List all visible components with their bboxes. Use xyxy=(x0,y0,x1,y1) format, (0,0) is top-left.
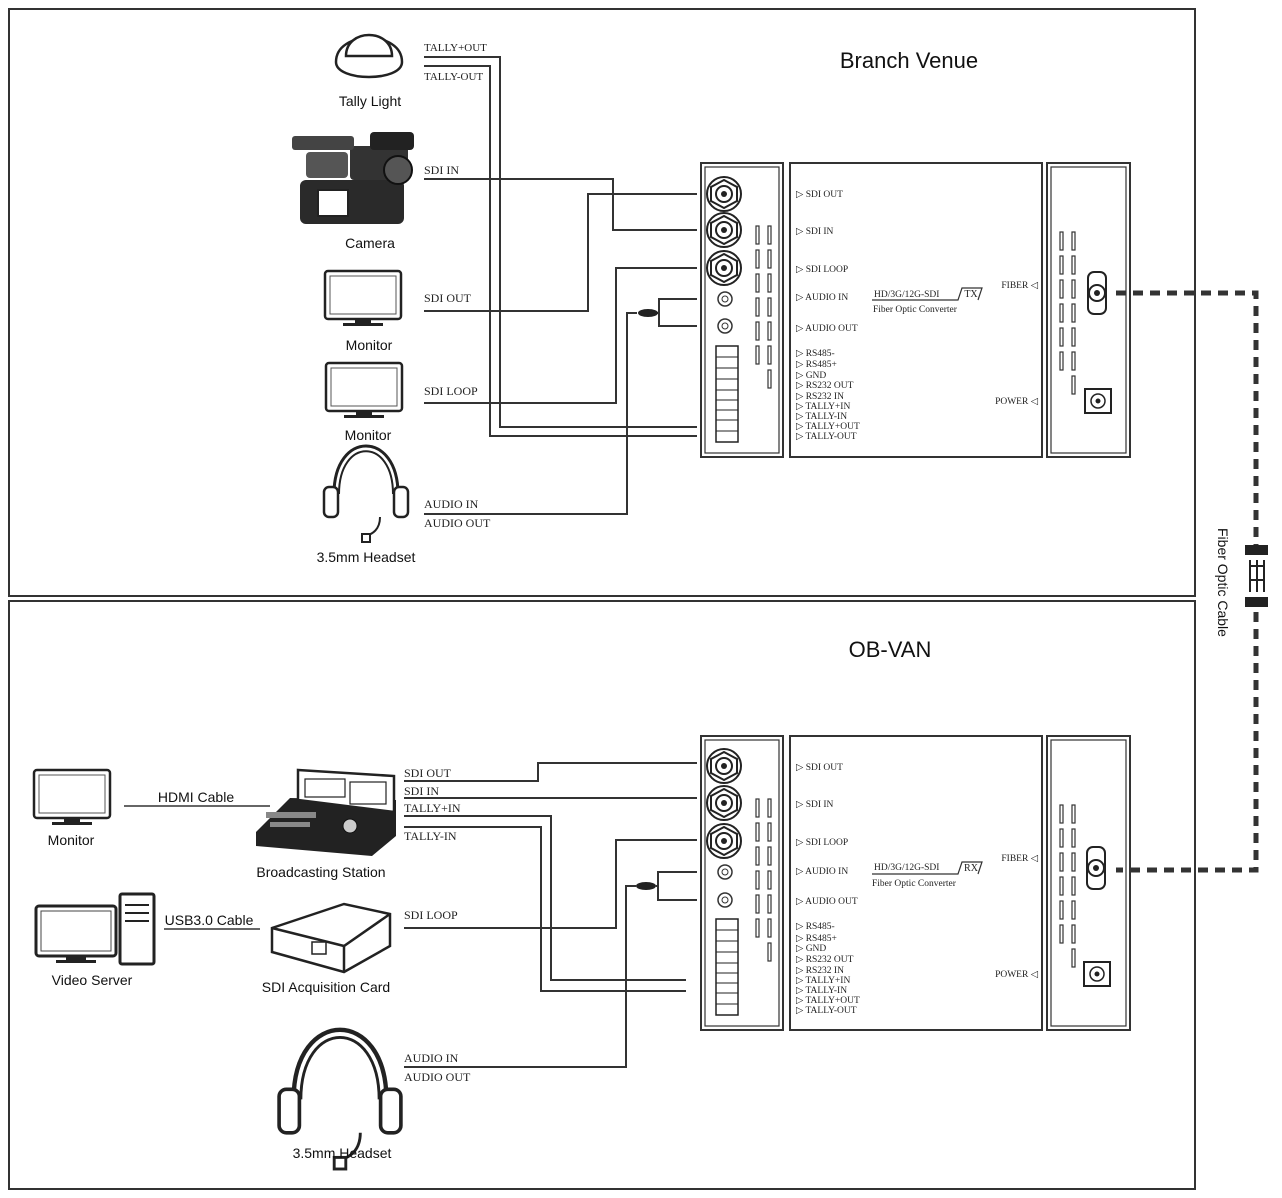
branch-venue-title: Branch Venue xyxy=(840,48,978,73)
branch-wire-audio-out: AUDIO OUT xyxy=(424,516,491,530)
branch-wire-audio-in: AUDIO IN xyxy=(424,497,479,511)
branch-port-label: ▷ SDI OUT xyxy=(796,190,843,200)
ob-power-label: POWER ◁ xyxy=(995,970,1039,980)
ob-wire-sdi-in: SDI IN xyxy=(404,784,439,798)
branch-terminal-label: ▷ GND xyxy=(796,371,826,381)
branch-wire-sdi-loop: SDI LOOP xyxy=(424,384,478,398)
branch-port-label: ▷ SDI LOOP xyxy=(796,265,848,275)
terminal-block-icon xyxy=(715,345,739,443)
branch-terminal-label: ▷ TALLY-OUT xyxy=(796,432,857,442)
monitor-1-label: Monitor xyxy=(346,337,393,353)
branch-port-label: ▷ AUDIO OUT xyxy=(796,324,858,334)
branch-fiber-label: FIBER ◁ xyxy=(1001,281,1038,291)
broadcasting-station-icon xyxy=(256,768,396,856)
ob-port-label: ▷ SDI LOOP xyxy=(796,838,848,848)
broadcasting-station-label: Broadcasting Station xyxy=(256,864,385,880)
branch-port-label: ▷ AUDIO IN xyxy=(796,293,848,303)
ob-van-title: OB-VAN xyxy=(849,637,932,662)
branch-wire-sdi-in: SDI IN xyxy=(424,163,459,177)
monitor-icon xyxy=(323,269,403,328)
branch-terminal-label: ▷ RS232 OUT xyxy=(796,381,854,391)
video-server-label: Video Server xyxy=(52,972,133,988)
ob-wire-audio-out: AUDIO OUT xyxy=(404,1070,471,1084)
vent-slots xyxy=(755,798,772,962)
sdi-acquisition-card-label: SDI Acquisition Card xyxy=(262,979,390,995)
vent-slots xyxy=(1059,804,1076,968)
branch-wires xyxy=(424,56,697,515)
video-server-icon xyxy=(34,892,156,966)
sdi-in-connector-icon xyxy=(706,785,742,821)
ob-wire-audio-in: AUDIO IN xyxy=(404,1051,459,1065)
sdi-acquisition-card-icon xyxy=(270,902,392,974)
branch-wire-sdi-out: SDI OUT xyxy=(424,291,472,305)
ob-port-label: ▷ AUDIO OUT xyxy=(796,897,858,907)
ob-wire-tally-minus-in: TALLY-IN xyxy=(404,829,457,843)
power-port-icon xyxy=(1084,388,1112,414)
ob-wire-sdi-loop: SDI LOOP xyxy=(404,908,458,922)
ob-monitor-label: Monitor xyxy=(48,832,95,848)
power-port-icon xyxy=(1083,961,1111,987)
sdi-loop-connector-icon xyxy=(706,250,742,286)
branch-power-label: POWER ◁ xyxy=(995,397,1039,407)
branch-mode-badge: TX xyxy=(964,289,978,300)
sdi-out-connector-icon xyxy=(706,176,742,212)
branch-spec-label: HD/3G/12G-SDI xyxy=(874,290,939,300)
obvan-wires xyxy=(404,762,697,1068)
ob-terminal-label: ▷ GND xyxy=(796,944,826,954)
ob-terminal-label: ▷ RS232 OUT xyxy=(796,955,854,965)
usb-cable-label: USB3.0 Cable xyxy=(165,912,254,928)
ob-terminal-label: ▷ TALLY+OUT xyxy=(796,996,860,1006)
monitor-2-label: Monitor xyxy=(345,427,392,443)
vent-slots xyxy=(755,225,772,389)
branch-port-label: ▷ SDI IN xyxy=(796,227,834,237)
camera-icon xyxy=(292,132,414,224)
ob-converter-name: Fiber Optic Converter xyxy=(872,879,957,889)
ob-headset-label: 3.5mm Headset xyxy=(293,1145,392,1161)
ob-terminal-label: ▷ RS485- xyxy=(796,922,835,932)
ob-terminal-label: ▷ TALLY-OUT xyxy=(796,1006,857,1016)
headset-label: 3.5mm Headset xyxy=(317,549,416,565)
vent-slots xyxy=(1059,231,1076,395)
branch-converter xyxy=(700,162,1131,458)
monitor-icon xyxy=(324,361,404,420)
tally-light-label: Tally Light xyxy=(339,93,401,109)
ob-terminal-label: ▷ RS232 IN xyxy=(796,966,844,976)
fiber-optic-cable-label: Fiber Optic Cable xyxy=(1215,528,1231,637)
hdmi-cable-label: HDMI Cable xyxy=(158,789,234,805)
ob-terminal-label: ▷ TALLY+IN xyxy=(796,976,850,986)
fiber-cable-spool-icon xyxy=(1245,545,1268,607)
obvan-converter xyxy=(700,735,1131,1031)
ob-fiber-label: FIBER ◁ xyxy=(1001,854,1038,864)
sdi-loop-connector-icon xyxy=(706,823,742,859)
branch-wire-tally-plus-out: TALLY+OUT xyxy=(424,42,487,54)
fiber-port-icon xyxy=(1086,846,1106,890)
ob-wire-tally-plus-in: TALLY+IN xyxy=(404,801,461,815)
branch-terminal-label: ▷ TALLY-IN xyxy=(796,412,847,422)
branch-terminal-label: ▷ RS485+ xyxy=(796,360,837,370)
monitor-icon xyxy=(32,768,112,827)
branch-terminal-label: ▷ RS485- xyxy=(796,349,835,359)
fiber-port-icon xyxy=(1087,271,1107,315)
ob-port-label: ▷ SDI IN xyxy=(796,800,834,810)
branch-wire-tally-minus-out: TALLY-OUT xyxy=(424,71,483,83)
ob-port-label: ▷ AUDIO IN xyxy=(796,867,848,877)
ob-mode-badge: RX xyxy=(964,863,979,874)
branch-converter-name: Fiber Optic Converter xyxy=(873,305,958,315)
ob-port-label: ▷ SDI OUT xyxy=(796,763,843,773)
branch-terminal-label: ▷ TALLY+IN xyxy=(796,402,850,412)
ob-terminal-label: ▷ TALLY-IN xyxy=(796,986,847,996)
ob-terminal-label: ▷ RS485+ xyxy=(796,934,837,944)
sdi-in-connector-icon xyxy=(706,212,742,248)
ob-spec-label: HD/3G/12G-SDI xyxy=(874,863,939,873)
branch-terminal-label: ▷ RS232 IN xyxy=(796,392,844,402)
terminal-block-icon xyxy=(715,918,739,1016)
tally-light-icon xyxy=(334,33,404,79)
sdi-out-connector-icon xyxy=(706,748,742,784)
ob-wire-sdi-out: SDI OUT xyxy=(404,766,452,780)
camera-label: Camera xyxy=(345,235,395,251)
branch-terminal-label: ▷ TALLY+OUT xyxy=(796,422,860,432)
